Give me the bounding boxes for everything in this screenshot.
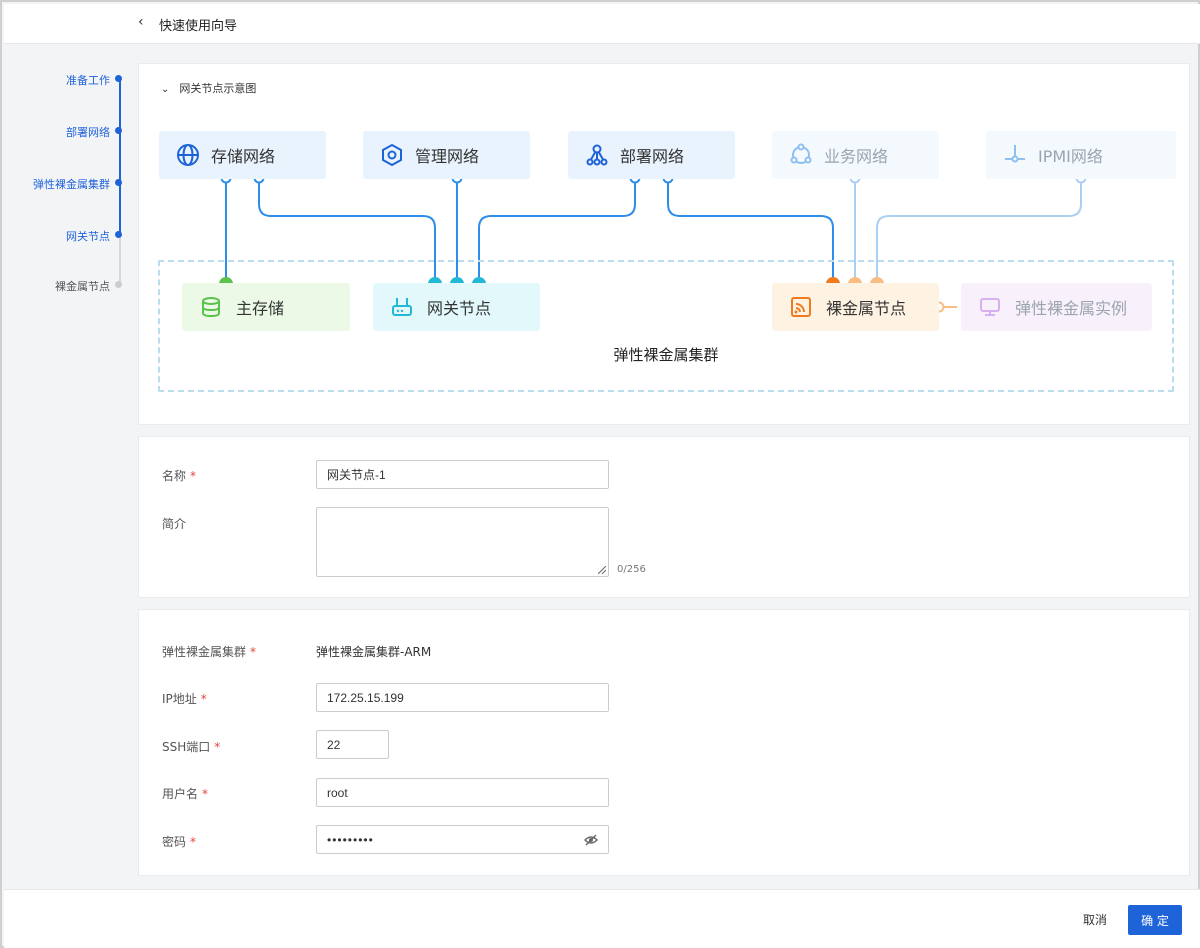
- node-gateway[interactable]: 网关节点: [373, 283, 540, 331]
- password-label: 密码*: [162, 835, 197, 849]
- cast-icon: [790, 296, 812, 318]
- network-ipmi[interactable]: IPMI网络: [986, 131, 1176, 179]
- description-textarea[interactable]: [316, 507, 609, 577]
- network-label: 部署网络: [620, 147, 685, 166]
- ssh-port-input[interactable]: 22: [316, 730, 389, 759]
- node-label: 主存储: [236, 299, 285, 318]
- diagram-toggle[interactable]: ⌄ 网关节点示意图: [161, 80, 256, 96]
- username-input[interactable]: root: [316, 778, 609, 807]
- antenna-icon: [1002, 142, 1028, 168]
- step-dot: [115, 179, 122, 186]
- node-instance[interactable]: 弹性裸金属实例: [961, 283, 1152, 331]
- cluster-label: 弹性裸金属集群: [613, 346, 719, 364]
- description-label: 简介: [162, 517, 187, 531]
- step-dot: [115, 75, 122, 82]
- step-dot: [115, 281, 122, 288]
- step-baremetal-node[interactable]: 裸金属节点: [12, 278, 122, 293]
- step-prepare[interactable]: 准备工作: [12, 72, 122, 87]
- step-dot: [115, 127, 122, 134]
- network-management[interactable]: 管理网络: [363, 131, 530, 179]
- hexagon-icon: [379, 142, 405, 168]
- step-gateway-node[interactable]: 网关节点: [12, 228, 122, 243]
- node-baremetal[interactable]: 裸金属节点: [772, 283, 939, 331]
- network-label: 业务网络: [824, 147, 889, 166]
- wizard-steps: 准备工作 部署网络 弹性裸金属集群 网关节点 裸金属节点: [4, 44, 134, 889]
- cluster-value: 弹性裸金属集群-ARM: [316, 645, 432, 659]
- network-storage[interactable]: 存储网络: [159, 131, 326, 179]
- footer-bar: 取消 确 定: [4, 889, 1200, 948]
- nodes-icon: [584, 142, 610, 168]
- step-label: 部署网络: [66, 126, 110, 139]
- network-label: IPMI网络: [1038, 147, 1103, 166]
- basic-info-card: 名称* 网关节点-1 简介 0/256: [138, 436, 1190, 598]
- back-icon[interactable]: ‹: [138, 14, 144, 30]
- node-main-storage[interactable]: 主存储: [182, 283, 350, 331]
- ip-input[interactable]: 172.25.15.199: [316, 683, 609, 712]
- step-deploy-network[interactable]: 部署网络: [12, 124, 122, 139]
- step-label: 准备工作: [66, 74, 110, 87]
- name-input[interactable]: 网关节点-1: [316, 460, 609, 489]
- cluster-field-label: 弹性裸金属集群*: [162, 645, 257, 659]
- step-dot: [115, 231, 122, 238]
- network-label: 管理网络: [415, 147, 480, 166]
- step-cluster[interactable]: 弹性裸金属集群: [12, 176, 122, 191]
- eye-slash-icon[interactable]: [584, 833, 598, 850]
- password-input[interactable]: •••••••••: [316, 825, 609, 854]
- step-progress-line: [119, 81, 121, 235]
- step-label: 弹性裸金属集群: [33, 178, 110, 191]
- resize-handle-icon[interactable]: [598, 566, 606, 574]
- description-counter: 0/256: [617, 564, 646, 575]
- router-icon: [391, 296, 413, 318]
- step-label: 网关节点: [66, 230, 110, 243]
- network-business[interactable]: 业务网络: [772, 131, 939, 179]
- password-value: •••••••••: [327, 832, 374, 847]
- ssh-port-label: SSH端口*: [162, 740, 221, 754]
- database-icon: [200, 296, 222, 318]
- node-label: 弹性裸金属实例: [1015, 299, 1128, 318]
- name-label: 名称*: [162, 469, 197, 483]
- network-label: 存储网络: [211, 147, 276, 166]
- step-label: 裸金属节点: [55, 280, 110, 293]
- network-deploy[interactable]: 部署网络: [568, 131, 735, 179]
- diagram-card: ⌄ 网关节点示意图: [138, 63, 1190, 425]
- header-bar: ‹ 快速使用向导: [4, 4, 1200, 44]
- cluster-box: 弹性裸金属集群: [158, 260, 1174, 392]
- connection-card: 弹性裸金属集群* 弹性裸金属集群-ARM IP地址* 172.25.15.199…: [138, 609, 1190, 876]
- cancel-button[interactable]: 取消: [1083, 913, 1108, 927]
- node-label: 裸金属节点: [826, 299, 907, 318]
- node-label: 网关节点: [427, 299, 492, 318]
- monitor-icon: [979, 296, 1001, 318]
- globe-icon: [175, 142, 201, 168]
- triangle-cycle-icon: [788, 142, 814, 168]
- username-label: 用户名*: [162, 787, 209, 801]
- step-pending-line: [119, 235, 121, 285]
- ip-label: IP地址*: [162, 692, 207, 706]
- diagram-title: 网关节点示意图: [179, 82, 257, 95]
- confirm-button[interactable]: 确 定: [1128, 905, 1182, 935]
- page-title: 快速使用向导: [159, 19, 238, 34]
- chevron-down-icon: ⌄: [161, 84, 170, 95]
